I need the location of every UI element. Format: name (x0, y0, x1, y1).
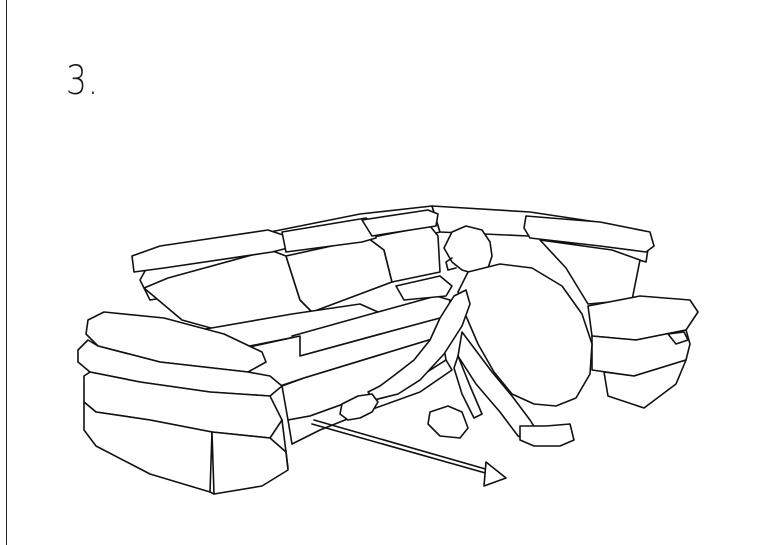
sofa-right-armrest (588, 296, 698, 408)
pull-direction-arrow-icon (312, 420, 506, 486)
